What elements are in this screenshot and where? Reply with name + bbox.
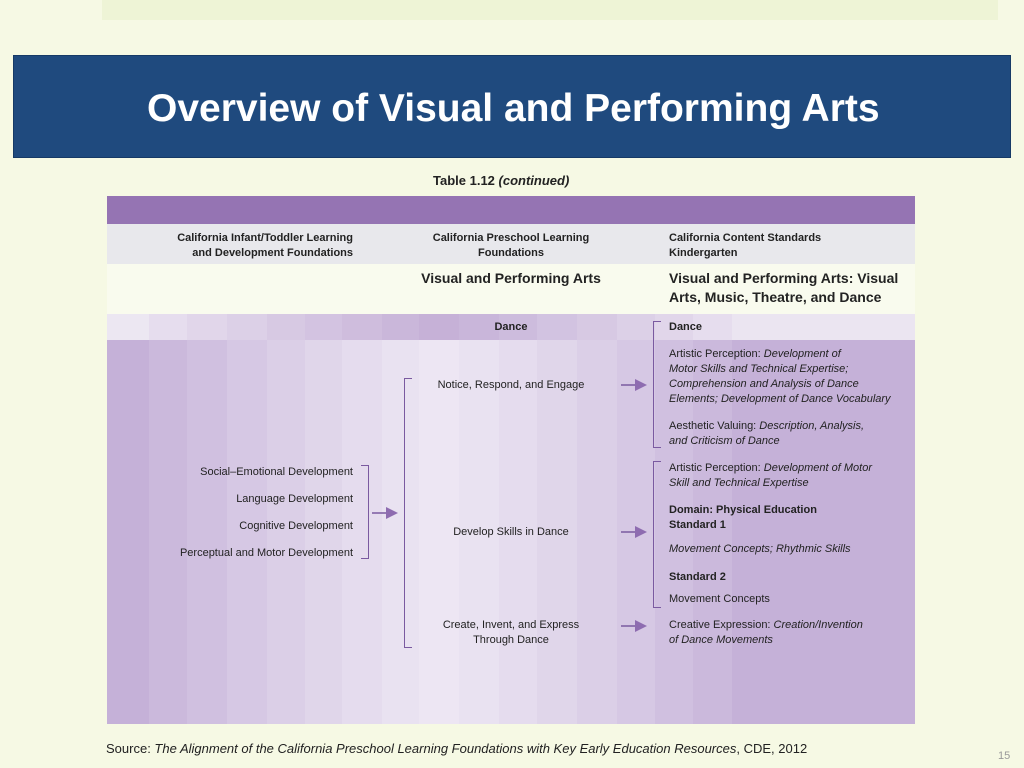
arrow-right-icon — [621, 620, 647, 632]
ap2-line-1: Development of Motor — [763, 462, 872, 474]
kinder-pe-domain: Domain: Physical Education Standard 1 — [669, 503, 817, 533]
kinder-bracket-1 — [653, 321, 661, 448]
strand-kindergarten: Dance — [669, 321, 703, 333]
preschool-create-line-2: Through Dance — [473, 634, 549, 646]
table-body — [107, 314, 915, 724]
ap1-line-1: Development of — [763, 348, 841, 360]
infant-item: Social–Emotional Development — [200, 466, 353, 478]
preschool-bracket — [404, 378, 412, 648]
pe-domain-line-2: Standard 1 — [669, 519, 726, 531]
domain-kindergarten: Visual and Performing Arts: Visual Arts,… — [669, 269, 909, 307]
table-header-bar — [107, 196, 915, 224]
ap1-line-3: Comprehension and Analysis of Dance — [669, 378, 859, 390]
preschool-item-notice: Notice, Respond, and Engage — [437, 379, 585, 391]
source-citation: Source: The Alignment of the California … — [106, 741, 807, 756]
av-line-2: and Criticism of Dance — [669, 435, 780, 447]
page-number: 15 — [998, 750, 1011, 762]
arrow-right-icon — [621, 379, 647, 391]
header-preschool-line-2: Foundations — [478, 247, 544, 259]
kinder-bracket-2 — [653, 461, 661, 608]
ap1-label: Artistic Perception: — [669, 348, 764, 360]
table-caption: Table 1.12 (continued) — [433, 173, 569, 188]
av-label: Aesthetic Valuing: — [669, 420, 760, 432]
slide-title: Overview of Visual and Performing Arts — [147, 87, 880, 130]
kinder-artistic-perception-1: Artistic Perception: Development of Moto… — [669, 347, 891, 407]
preschool-create-line-1: Create, Invent, and Express — [442, 619, 580, 631]
kinder-pe-standard-1: Movement Concepts; Rhythmic Skills — [669, 543, 851, 555]
infant-bracket — [361, 465, 369, 559]
ce-label: Creative Expression: — [669, 619, 774, 631]
top-band — [102, 0, 998, 20]
column-header-row — [107, 224, 915, 264]
ap1-line-4: Elements; Development of Dance Vocabular… — [669, 393, 891, 405]
kinder-creative-expression: Creative Expression: Creation/Invention … — [669, 618, 863, 648]
source-title: The Alignment of the California Preschoo… — [154, 741, 737, 756]
preschool-item-develop: Develop Skills in Dance — [453, 526, 569, 538]
av-line-1: Description, Analysis, — [759, 420, 865, 432]
ap1-line-2: Motor Skills and Technical Expertise; — [669, 363, 849, 375]
title-bar — [13, 55, 1011, 158]
pe-domain-line-1: Domain: Physical Education — [669, 504, 817, 516]
table-caption-note: (continued) — [498, 173, 570, 188]
preschool-item-create: Create, Invent, and Express Through Danc… — [411, 618, 611, 648]
domain-row — [107, 264, 915, 314]
infant-item: Perceptual and Motor Development — [179, 547, 353, 559]
header-preschool: California Preschool Learning Foundation… — [411, 231, 611, 261]
ap2-line-2: Skill and Technical Expertise — [669, 477, 809, 489]
kinder-aesthetic-valuing: Aesthetic Valuing: Description, Analysis… — [669, 419, 864, 449]
ce-line-2: of Dance Movements — [669, 634, 773, 646]
infant-item: Cognitive Development — [239, 520, 353, 532]
header-infant-line-1: California Infant/Toddler Learning — [177, 232, 353, 244]
domain-preschool: Visual and Performing Arts — [421, 270, 601, 286]
ap2-label: Artistic Perception: — [669, 462, 764, 474]
ce-line-1: Creation/Invention — [773, 619, 863, 631]
header-kindergarten: California Content Standards Kindergarte… — [669, 231, 889, 261]
strand-row — [107, 314, 915, 340]
domain-kinder-line-2: Arts, Music, Theatre, and Dance — [669, 289, 882, 305]
infant-item: Language Development — [236, 493, 353, 505]
arrow-right-icon — [621, 526, 647, 538]
domain-kinder-line-1: Visual and Performing Arts: Visual — [669, 270, 899, 286]
header-kinder-line-1: California Content Standards — [669, 232, 822, 244]
header-infant-toddler: California Infant/Toddler Learning and D… — [150, 231, 353, 261]
arrow-right-icon — [372, 507, 398, 519]
kinder-pe-standard-2: Movement Concepts — [669, 593, 770, 605]
kinder-artistic-perception-2: Artistic Perception: Development of Moto… — [669, 461, 872, 491]
source-prefix: Source: — [106, 741, 155, 756]
kinder-pe-standard-2-label: Standard 2 — [669, 571, 726, 583]
header-preschool-line-1: California Preschool Learning — [432, 232, 590, 244]
source-suffix: , CDE, 2012 — [736, 741, 808, 756]
header-infant-line-2: and Development Foundations — [192, 247, 353, 259]
strand-preschool: Dance — [494, 321, 528, 333]
table-caption-label: Table 1.12 — [433, 173, 495, 188]
header-kinder-line-2: Kindergarten — [669, 247, 738, 259]
